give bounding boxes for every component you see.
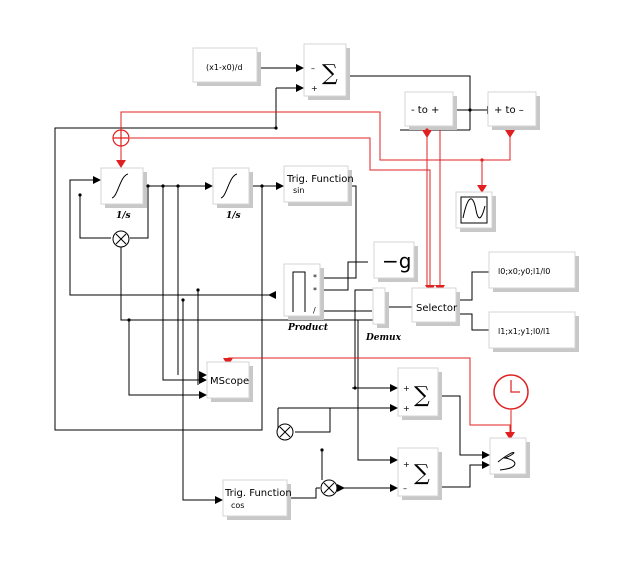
sum-top-plus-sign: + <box>311 84 318 93</box>
scope-block[interactable] <box>455 191 496 232</box>
product-caption: Product <box>287 323 329 333</box>
pos-to-neg-label: + to – <box>494 105 524 116</box>
pos-to-neg-block[interactable]: + to – <box>487 91 540 130</box>
multiply-icon <box>323 482 335 494</box>
multiply-1-block[interactable] <box>112 230 130 248</box>
selector-label: Selector <box>416 303 458 314</box>
sum-low-block[interactable]: + – ∑ <box>397 447 442 500</box>
const-a-block[interactable]: l0;x0;y0;l1/l0 <box>488 251 579 292</box>
mscope-label: MScope <box>210 376 249 387</box>
integrator-2-block[interactable]: 1/s <box>212 167 253 221</box>
multiply-3-block[interactable] <box>320 479 338 497</box>
trig-cos-block[interactable]: Trig. Function cos <box>222 479 292 520</box>
const-a-label: l0;x0;y0;l1/l0 <box>498 267 550 276</box>
const-g-block[interactable]: −g <box>373 241 418 282</box>
trig-sin-title: Trig. Function <box>286 174 354 185</box>
sum-top-minus-sign: – <box>311 64 315 73</box>
demux-caption: Demux <box>365 333 402 343</box>
event-links <box>120 111 512 432</box>
product-in1: * <box>313 273 317 282</box>
const-g-label: −g <box>382 249 411 273</box>
integrator-icon <box>111 173 129 199</box>
neg-to-pos-block[interactable]: - to + <box>404 91 457 130</box>
sum-low-minus: – <box>403 484 407 493</box>
sum-low-plus: + <box>403 460 410 469</box>
sum-icon: ∑ <box>414 461 430 486</box>
const-b-label: l1;x1;y1;l0/l1 <box>498 327 550 336</box>
trig-cos-title: Trig. Function <box>224 488 292 499</box>
demux-block[interactable]: Demux <box>365 287 402 343</box>
selector-block[interactable]: Selector <box>411 287 460 326</box>
xy-scope-block[interactable] <box>489 437 530 478</box>
clock-block[interactable] <box>493 374 529 410</box>
trig-sin-func: sin <box>293 186 304 195</box>
integrator-2-caption: 1/s <box>226 211 241 221</box>
sum-mid-plus2: + <box>403 404 410 413</box>
integrator-icon <box>220 173 238 199</box>
const-b-block[interactable]: l1;x1;y1;l0/l1 <box>488 311 579 352</box>
multiply-icon <box>279 426 291 438</box>
mscope-block[interactable]: MScope <box>206 361 253 402</box>
sum-icon: ∑ <box>414 383 430 408</box>
integrator-1-caption: 1/s <box>116 211 131 221</box>
trig-sin-block[interactable]: Trig. Function sin <box>283 165 354 206</box>
multiply-icon <box>115 233 127 245</box>
scope-icon <box>462 198 486 219</box>
multiply-2-block[interactable] <box>276 423 294 441</box>
trig-cos-func: cos <box>231 501 244 510</box>
sum-mid-block[interactable]: + + ∑ <box>397 367 442 420</box>
expression-block[interactable]: (x1-x0)/d <box>192 47 261 86</box>
event-sum-icon[interactable] <box>112 129 130 147</box>
expression-label: (x1-x0)/d <box>206 63 243 72</box>
clock-icon <box>510 380 520 393</box>
product-icon <box>292 271 306 312</box>
neg-to-pos-label: - to + <box>411 105 439 116</box>
xy-scope-icon <box>497 452 516 471</box>
product-block[interactable]: * * / Product <box>283 263 329 333</box>
sum-icon: ∑ <box>322 61 338 86</box>
integrator-1-block[interactable]: 1/s <box>100 167 147 221</box>
sum-top-block[interactable]: – + ∑ <box>303 43 350 100</box>
product-in2: * <box>313 286 317 295</box>
product-in3: / <box>313 306 316 315</box>
sum-mid-plus1: + <box>403 384 410 393</box>
junction-dots <box>78 108 484 452</box>
